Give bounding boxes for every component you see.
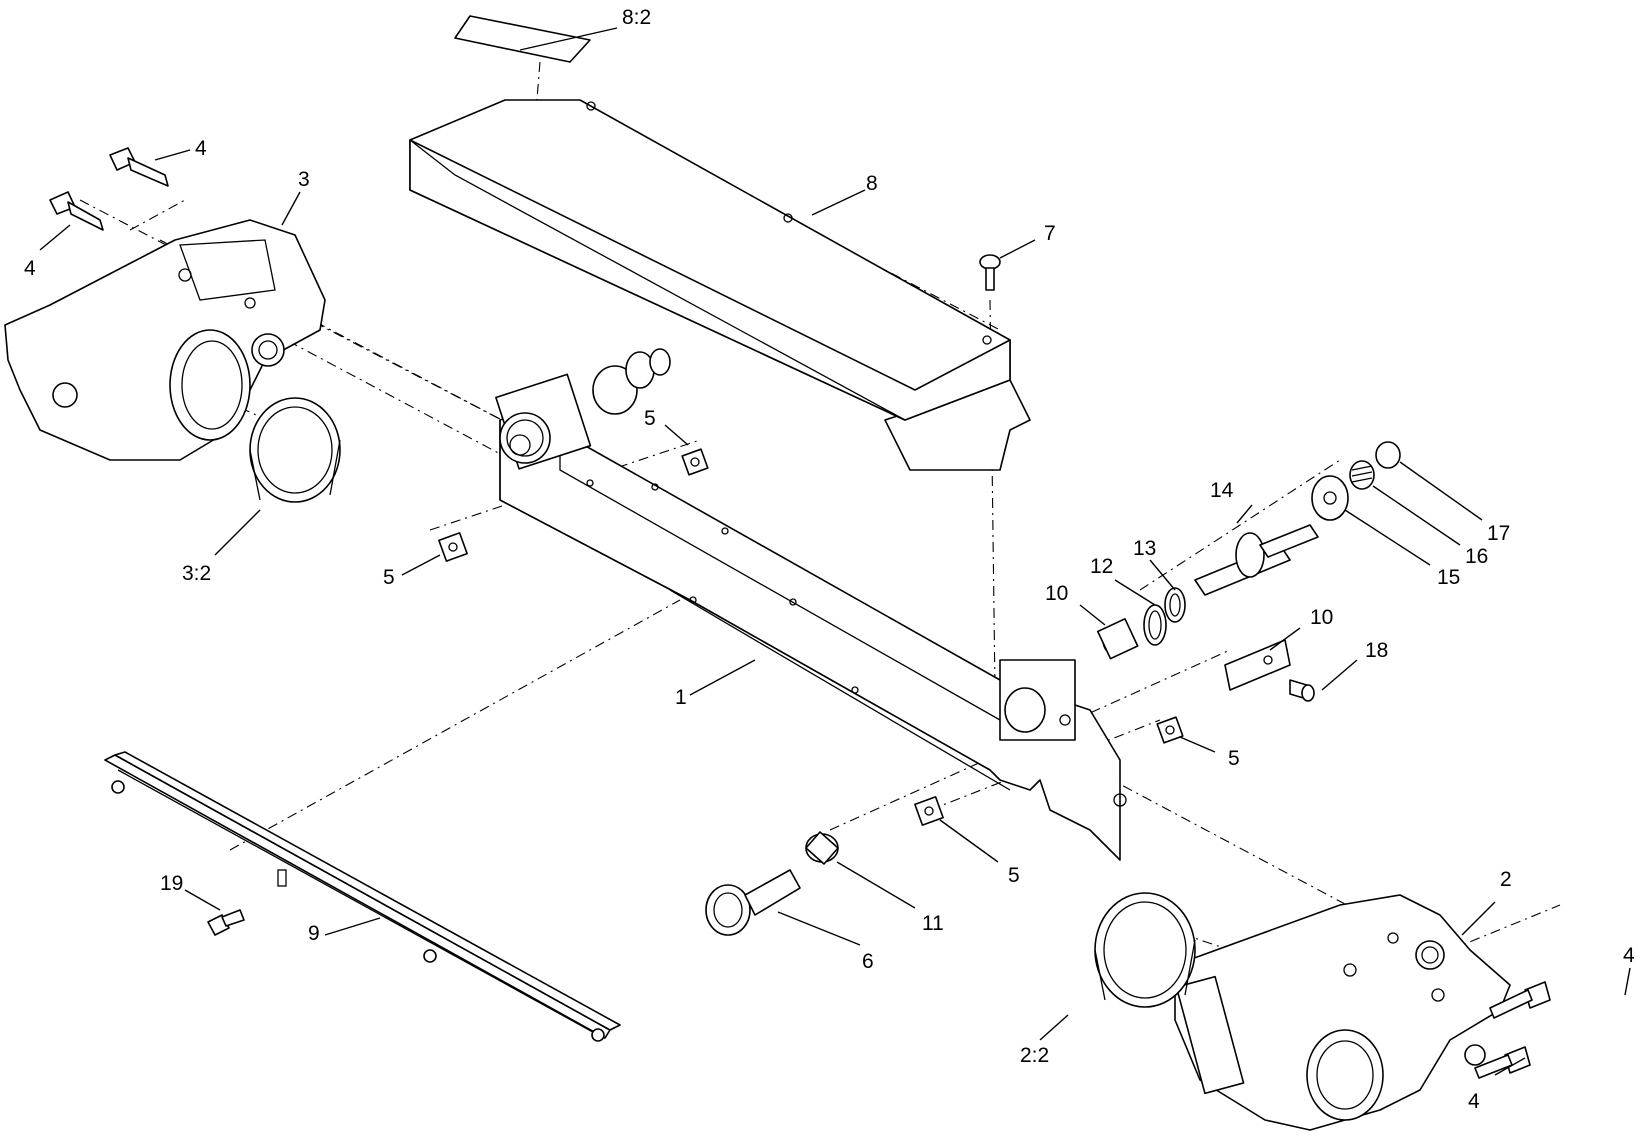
callout-19: 18 [1365,639,1388,662]
bracket-part-18 [1224,639,1291,691]
bushing-part-10-lower [805,831,839,865]
callout-6: 9 [308,922,320,945]
callout-16: 16 [1465,545,1488,568]
callout-15: 15 [1437,566,1460,589]
callout-3-2: 3:2 [182,562,211,585]
callout-labels: 8:2 8 7 4 4 3 3:2 5 5 5 5 1 14 17 16 15 … [24,6,1635,1113]
callout-4-top: 4 [195,137,207,160]
callout-4-right-bottom: 4 [1468,1090,1480,1113]
nut-part-5-lower [914,796,944,826]
callout-12: 12 [1090,555,1113,578]
callout-3: 3 [298,168,310,191]
nut-part-5-right [1156,716,1184,744]
callout-13: 13 [1133,537,1156,560]
screw-part-19 [1289,679,1315,702]
callout-11: 6 [862,950,874,973]
callout-5-right: 5 [1228,747,1240,770]
callout-7: 7 [1044,222,1056,245]
side-plate-part-3 [4,219,326,461]
shaft-part-14 [1194,524,1319,596]
callout-14: 14 [1210,479,1234,502]
leader-lines [39,27,1631,1076]
callout-5-lower: 5 [1008,864,1020,887]
decal-part-8-2 [454,15,591,63]
nut-part-5-left [438,532,468,562]
side-plate-part-2 [1174,894,1511,1131]
callout-4-right-top: 4 [1623,944,1635,967]
rail-part-6 [104,751,621,1042]
ring-part-12 [1143,604,1167,646]
spring-part-16 [1349,460,1375,490]
nut-part-5-upper [681,448,709,476]
screw-part-7 [979,254,1001,291]
callout-8: 8 [866,172,878,195]
frame-part-1 [495,348,1127,861]
callout-5-left: 5 [383,566,395,589]
callout-10-lower: 11 [922,912,944,935]
bolt-part-4-lower-left [49,191,104,231]
callout-4-left: 4 [24,257,36,280]
callout-2: 2 [1500,868,1512,891]
callout-17: 17 [1487,522,1510,545]
washer-part-15 [1311,475,1349,521]
bolt-part-4-upper-right [1489,981,1551,1019]
pinion-part-11 [705,869,801,936]
snap-ring-part-13 [1164,587,1186,623]
callout-1: 1 [675,686,687,709]
callout-18: 10 [1310,606,1333,629]
bolt-part-9 [207,909,245,936]
callout-2-2: 2:2 [1020,1044,1049,1067]
callout-9: 19 [160,872,183,895]
callout-8-2: 8:2 [622,6,651,29]
bearing-ring-part-3-2 [249,397,341,503]
bushing-part-10-upper [1096,617,1139,660]
shield-part-8 [409,99,1031,471]
bolt-part-4-upper-left [109,147,169,187]
callout-10-upper: 10 [1045,582,1068,605]
callout-5-upper: 5 [644,407,656,430]
bearing-ring-part-2-2 [1094,892,1196,1008]
cap-part-17 [1375,441,1401,469]
